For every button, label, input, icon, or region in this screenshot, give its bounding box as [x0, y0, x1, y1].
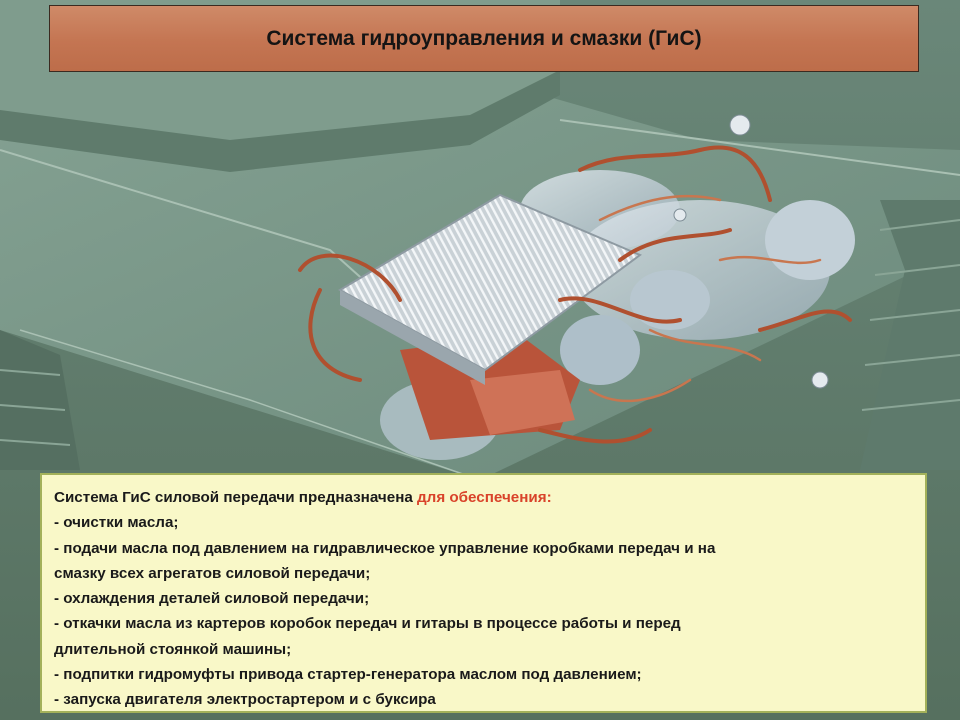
- description-box: Система ГиС силовой передачи предназначе…: [40, 473, 927, 713]
- bullet-oil-pumping: - откачки масла из картеров коробок пере…: [54, 615, 681, 633]
- bullet-cooling: - охлаждения деталей силовой передачи;: [54, 590, 370, 608]
- intro-line: Система ГиС силовой передачи предназначе…: [54, 485, 917, 510]
- bullet-oil-pumping-cont: длительной стоянкой машины;: [54, 640, 292, 658]
- slide-title-box: Система гидроуправления и смазки (ГиС): [49, 5, 919, 72]
- bullet-pressure-supply: - подачи масла под давлением на гидравли…: [54, 539, 716, 557]
- bullet-oil-cleaning: - очистки масла;: [54, 514, 179, 532]
- intro-text: Система ГиС силовой передачи предназначе…: [54, 489, 418, 506]
- intro-highlight: для обеспечения:: [417, 489, 552, 506]
- bullet-engine-start: - запуска двигателя электростартером и с…: [54, 691, 436, 709]
- bullet-pressure-supply-cont: смазку всех агрегатов силовой передачи;: [54, 564, 371, 582]
- slide-title: Система гидроуправления и смазки (ГиС): [266, 26, 702, 50]
- bullet-coupling-feed: - подпитки гидромуфты привода стартер-ге…: [54, 666, 642, 684]
